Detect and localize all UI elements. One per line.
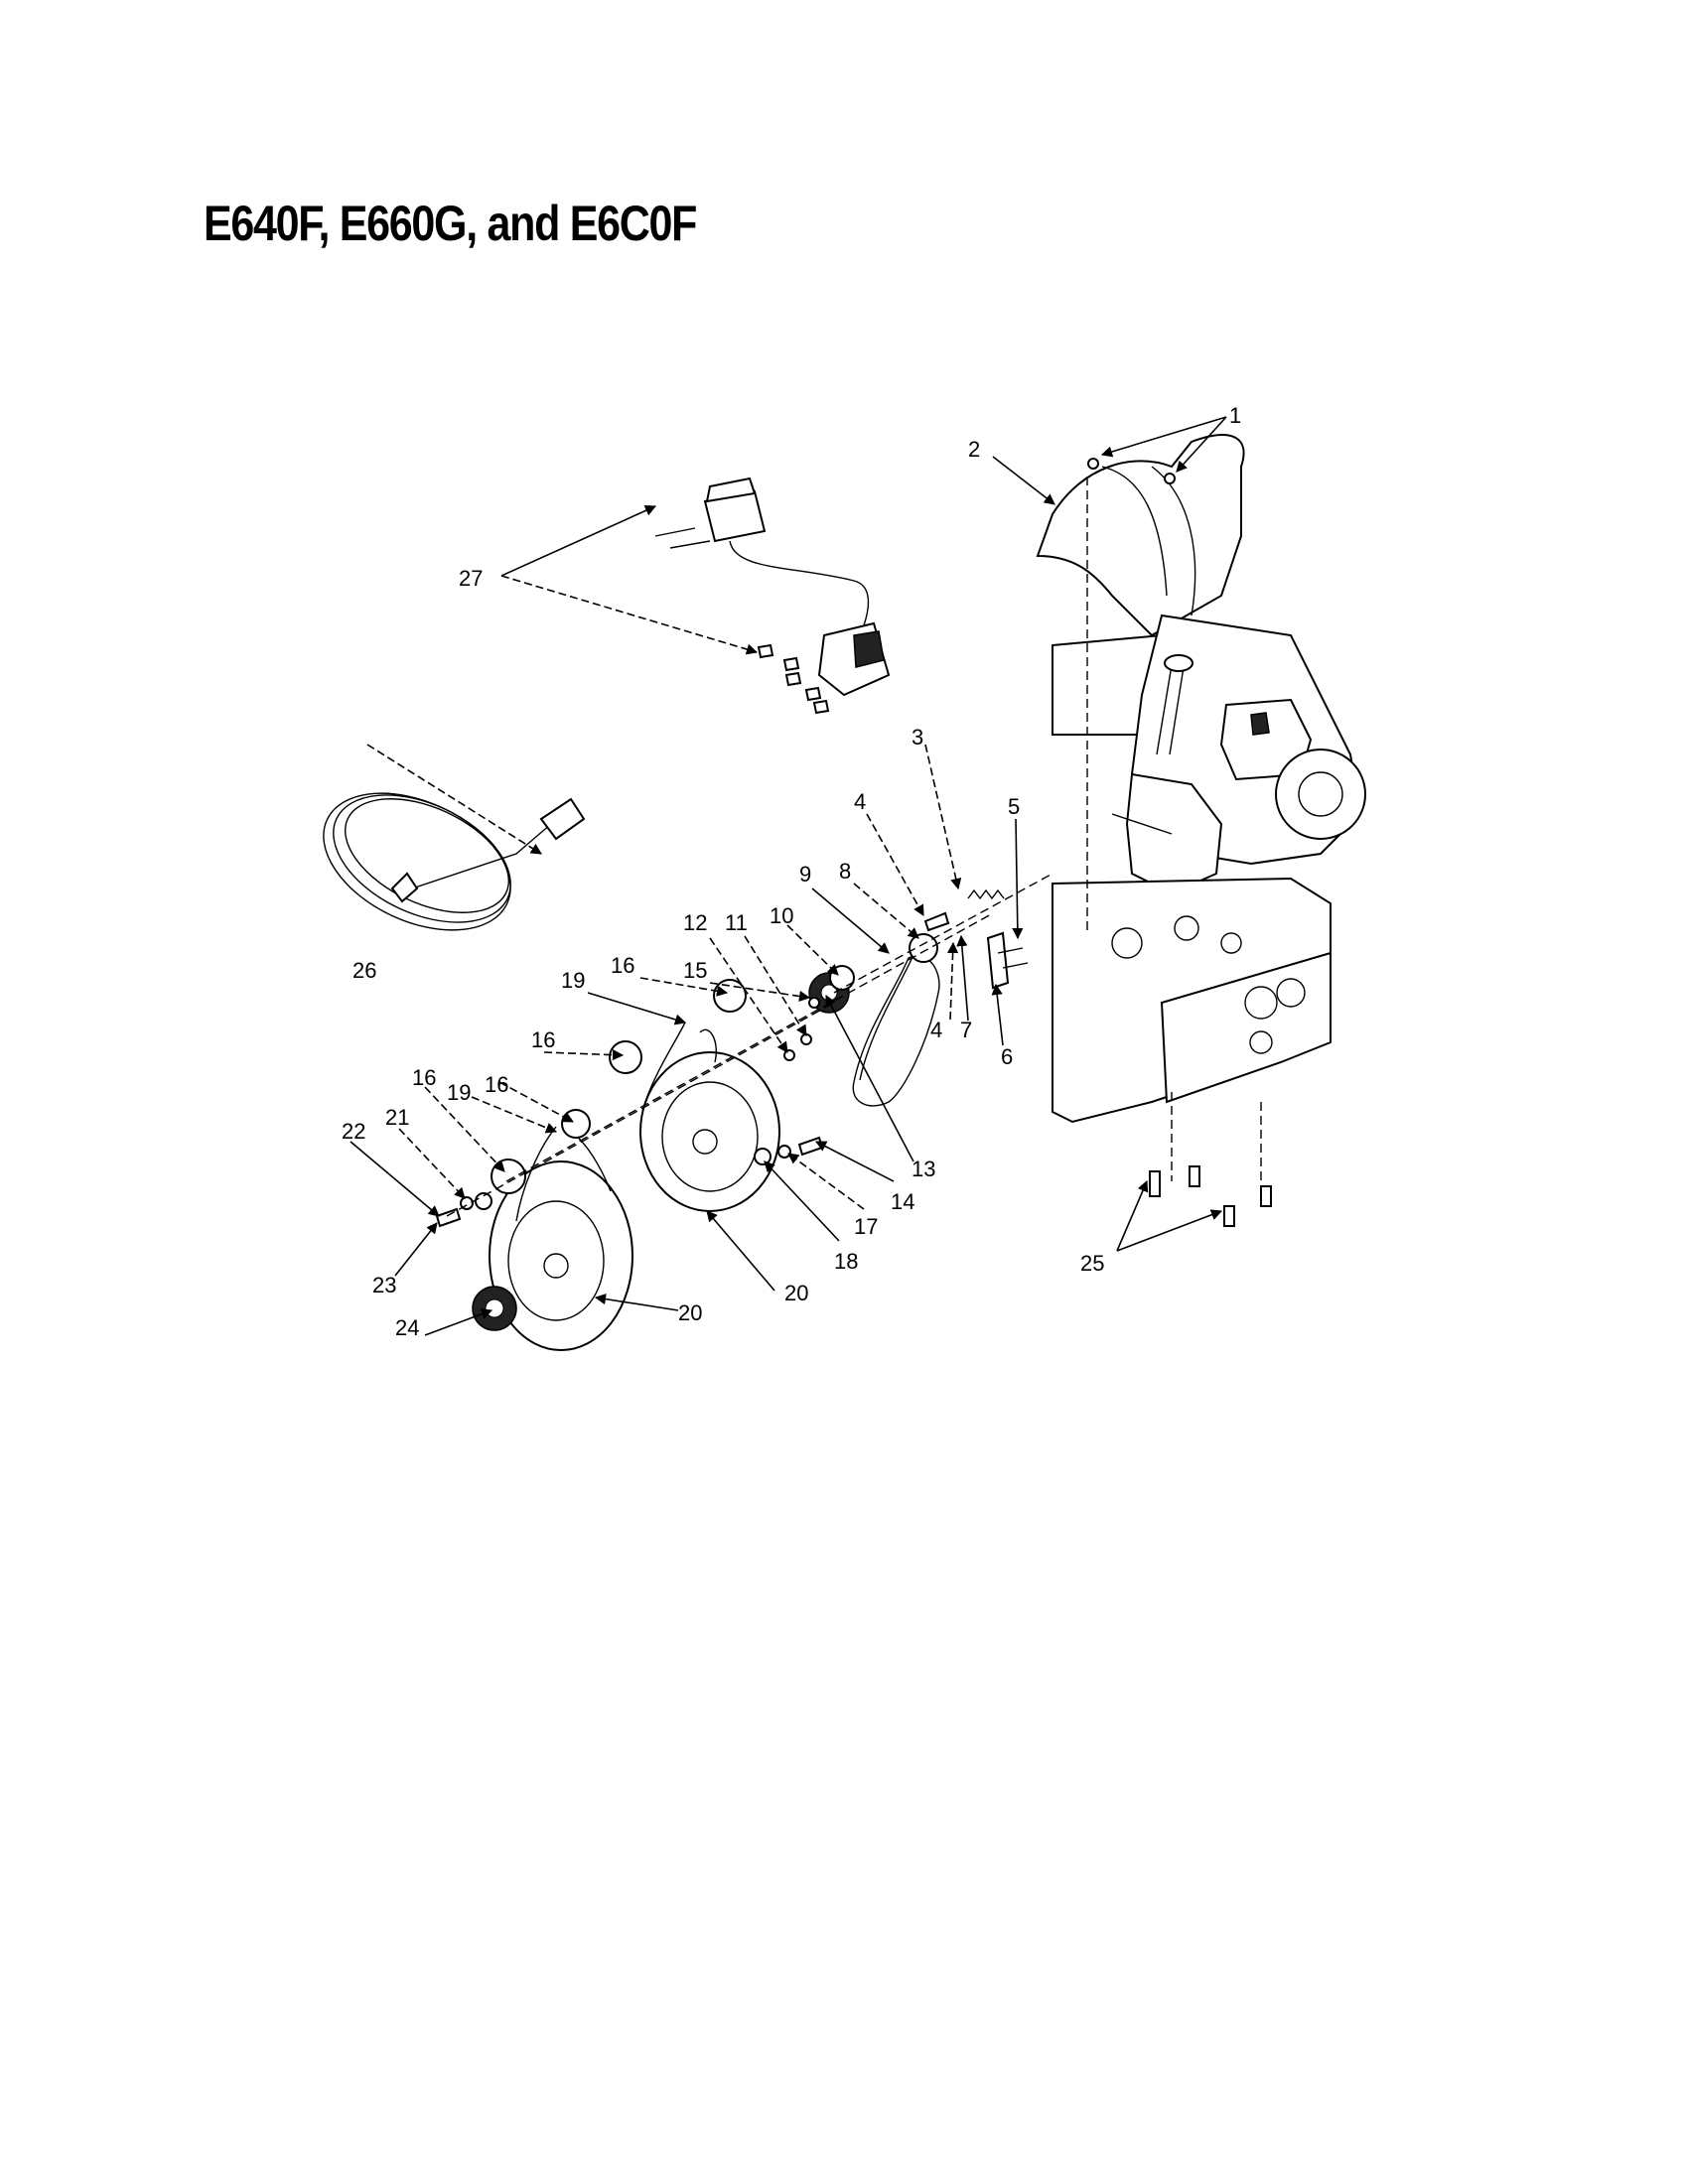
callout-26: 26 [352,958,376,983]
page-title: E640F, E660G, and E6C0F [204,196,697,251]
callout-2: 2 [968,437,980,462]
callout-18: 18 [834,1249,858,1274]
callout-25: 25 [1080,1251,1104,1276]
callout-20-right: 20 [784,1281,808,1305]
callout-19-left: 19 [447,1080,471,1105]
callout-20-left: 20 [678,1300,702,1325]
callout-1: 1 [1229,403,1241,428]
callout-4-bottom: 4 [930,1018,942,1042]
callout-23: 23 [372,1273,396,1297]
callout-3: 3 [912,725,923,750]
callout-5: 5 [1008,794,1020,819]
engine-assembly [1036,434,1366,1227]
callout-16-top: 16 [611,953,634,978]
callout-10: 10 [770,903,793,928]
callout-13: 13 [912,1157,935,1181]
callout-4-top: 4 [854,789,866,814]
callout-labels: 1 2 3 4 5 8 9 12 11 10 16 19 15 4 7 6 16… [342,403,1241,1340]
callout-6: 6 [1001,1044,1013,1069]
callout-9: 9 [799,862,811,887]
callout-27: 27 [459,566,483,591]
callout-19-top: 19 [561,968,585,993]
callout-14: 14 [891,1189,914,1214]
callout-16-left: 16 [485,1072,508,1097]
callout-16-far: 16 [412,1065,436,1090]
callout-21: 21 [385,1105,409,1130]
leader-lines [350,416,1227,1336]
electric-starter-assembly [654,477,891,715]
callout-11: 11 [725,910,748,935]
callout-22: 22 [342,1119,365,1144]
callout-8: 8 [839,859,851,884]
callout-12: 12 [683,910,707,935]
belts-and-pulleys [435,873,1053,1351]
callout-16-mid: 16 [531,1027,555,1052]
callout-17: 17 [854,1214,878,1239]
callout-24: 24 [395,1315,419,1340]
callout-15: 15 [683,958,707,983]
power-cord [323,792,586,931]
callout-7: 7 [960,1018,972,1042]
